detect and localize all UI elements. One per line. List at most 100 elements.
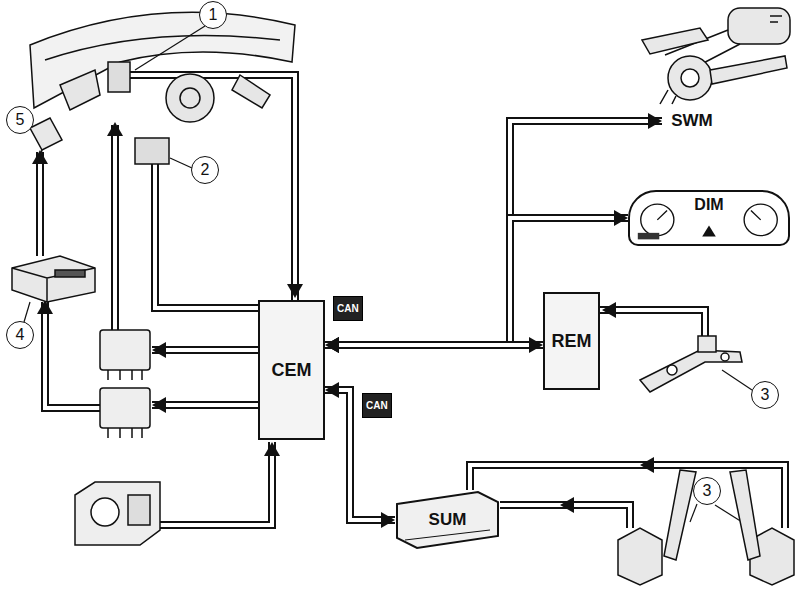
- arrowhead: [325, 337, 339, 353]
- sensor-3: [640, 350, 742, 392]
- dashboard-illustration: [45, 36, 280, 61]
- sensor-3: [698, 336, 716, 352]
- steering-wheel-module: [710, 56, 787, 84]
- module-name: CEM: [272, 360, 312, 381]
- wire-arrowheads: [32, 122, 654, 513]
- steering-wheel-module: [770, 16, 782, 22]
- wire-arrowheads: [287, 284, 303, 298]
- callout-number: 5: [6, 106, 34, 134]
- light-knob: [40, 150, 42, 156]
- wire-arrowheads: [152, 342, 166, 358]
- arrowhead: [325, 337, 339, 353]
- shape-part: [397, 492, 498, 548]
- shape-part: [702, 225, 716, 236]
- callout-number: 5: [16, 111, 25, 129]
- callout-leaders: [170, 158, 192, 168]
- module-name: SWM: [671, 111, 713, 131]
- light-switch: [75, 482, 160, 545]
- seat-belt-buckle: [618, 528, 662, 585]
- connector-part: [325, 390, 395, 520]
- bus-connector: [325, 113, 662, 353]
- wire-arrowheads: [602, 302, 616, 318]
- seat-belt-buckle: [730, 470, 760, 560]
- wire-outline: [40, 75, 785, 528]
- module-name: REM: [552, 331, 592, 352]
- dashboard-illustration: [166, 74, 214, 122]
- steering-wheel-module: [681, 69, 699, 87]
- sensor-3: [721, 353, 729, 361]
- connector-part: [325, 121, 662, 345]
- wire-arrowheads: [107, 122, 123, 136]
- dashboard-illustration: [135, 138, 169, 164]
- wire-arrowheads: [264, 442, 280, 456]
- arrowhead: [325, 337, 339, 353]
- steering-wheel-module: [728, 8, 790, 44]
- control-unit-4: [55, 270, 85, 277]
- seat-belt-buckle: [618, 470, 794, 585]
- instrument-cluster: DIM: [628, 190, 790, 246]
- light-knob: [30, 118, 62, 156]
- light-switch: [75, 482, 160, 545]
- callout-leaders: [24, 26, 752, 522]
- connector-part: [325, 341, 543, 349]
- control-module: REM: [543, 292, 600, 390]
- dashboard-illustration: [108, 62, 130, 92]
- control-unit-4: [12, 268, 95, 302]
- connector-part: [325, 343, 543, 347]
- sensor-3: [640, 336, 742, 392]
- wire-outline: [40, 75, 785, 528]
- module-label: SWM: [662, 108, 722, 134]
- bus-label: CAN: [333, 296, 363, 321]
- wire-arrowheads: [560, 497, 574, 513]
- connector-part: [325, 121, 662, 345]
- arrowhead: [614, 210, 628, 226]
- sensor-3: [667, 365, 677, 375]
- callout-number: 2: [191, 156, 219, 184]
- steering-wheel-module: [660, 90, 676, 104]
- seat-belt-buckle: [664, 470, 696, 560]
- callout-number: 4: [6, 321, 34, 349]
- arrowhead: [529, 337, 543, 353]
- callout-leaders: [24, 302, 30, 322]
- callout-leaders: [135, 26, 205, 70]
- dashboard-illustration: [180, 88, 200, 108]
- dashboard-illustration: [232, 75, 270, 108]
- arrowhead: [648, 113, 662, 129]
- shape-part: [638, 233, 659, 240]
- wire-arrowheads: [32, 150, 48, 164]
- steering-wheel-module: [642, 28, 708, 54]
- wire-fill: [40, 75, 785, 528]
- wire-arrowheads: [152, 397, 166, 413]
- control-unit-4: [12, 256, 95, 302]
- relay: [100, 330, 150, 438]
- relay: [108, 370, 142, 380]
- light-switch: [128, 495, 150, 525]
- shape-part: [405, 530, 490, 540]
- steering-wheel-module: [642, 8, 790, 104]
- light-knob: [30, 118, 62, 150]
- steering-wheel-module: [668, 56, 712, 100]
- wire-fill: [40, 75, 785, 528]
- bus-connector: [325, 337, 543, 353]
- bus-connector: [325, 382, 395, 528]
- dashboard-illustration: [60, 70, 100, 110]
- relay: [100, 388, 150, 428]
- module-name: DIM: [694, 196, 723, 214]
- callout-number: 2: [201, 161, 210, 179]
- bus-label: CAN: [362, 393, 392, 418]
- relay: [100, 330, 150, 370]
- callout-number: 3: [693, 477, 721, 505]
- control-module: CEM: [258, 300, 325, 440]
- dashboard-illustration: [30, 12, 295, 164]
- light-switch: [91, 498, 119, 526]
- bus-connector: [325, 210, 628, 353]
- control-unit-4: [12, 256, 95, 302]
- callout-number: 1: [199, 1, 227, 29]
- callout-number: 3: [703, 482, 712, 500]
- callout-leaders: [690, 504, 697, 522]
- relay: [108, 428, 142, 438]
- wire-arrowheads: [640, 457, 654, 473]
